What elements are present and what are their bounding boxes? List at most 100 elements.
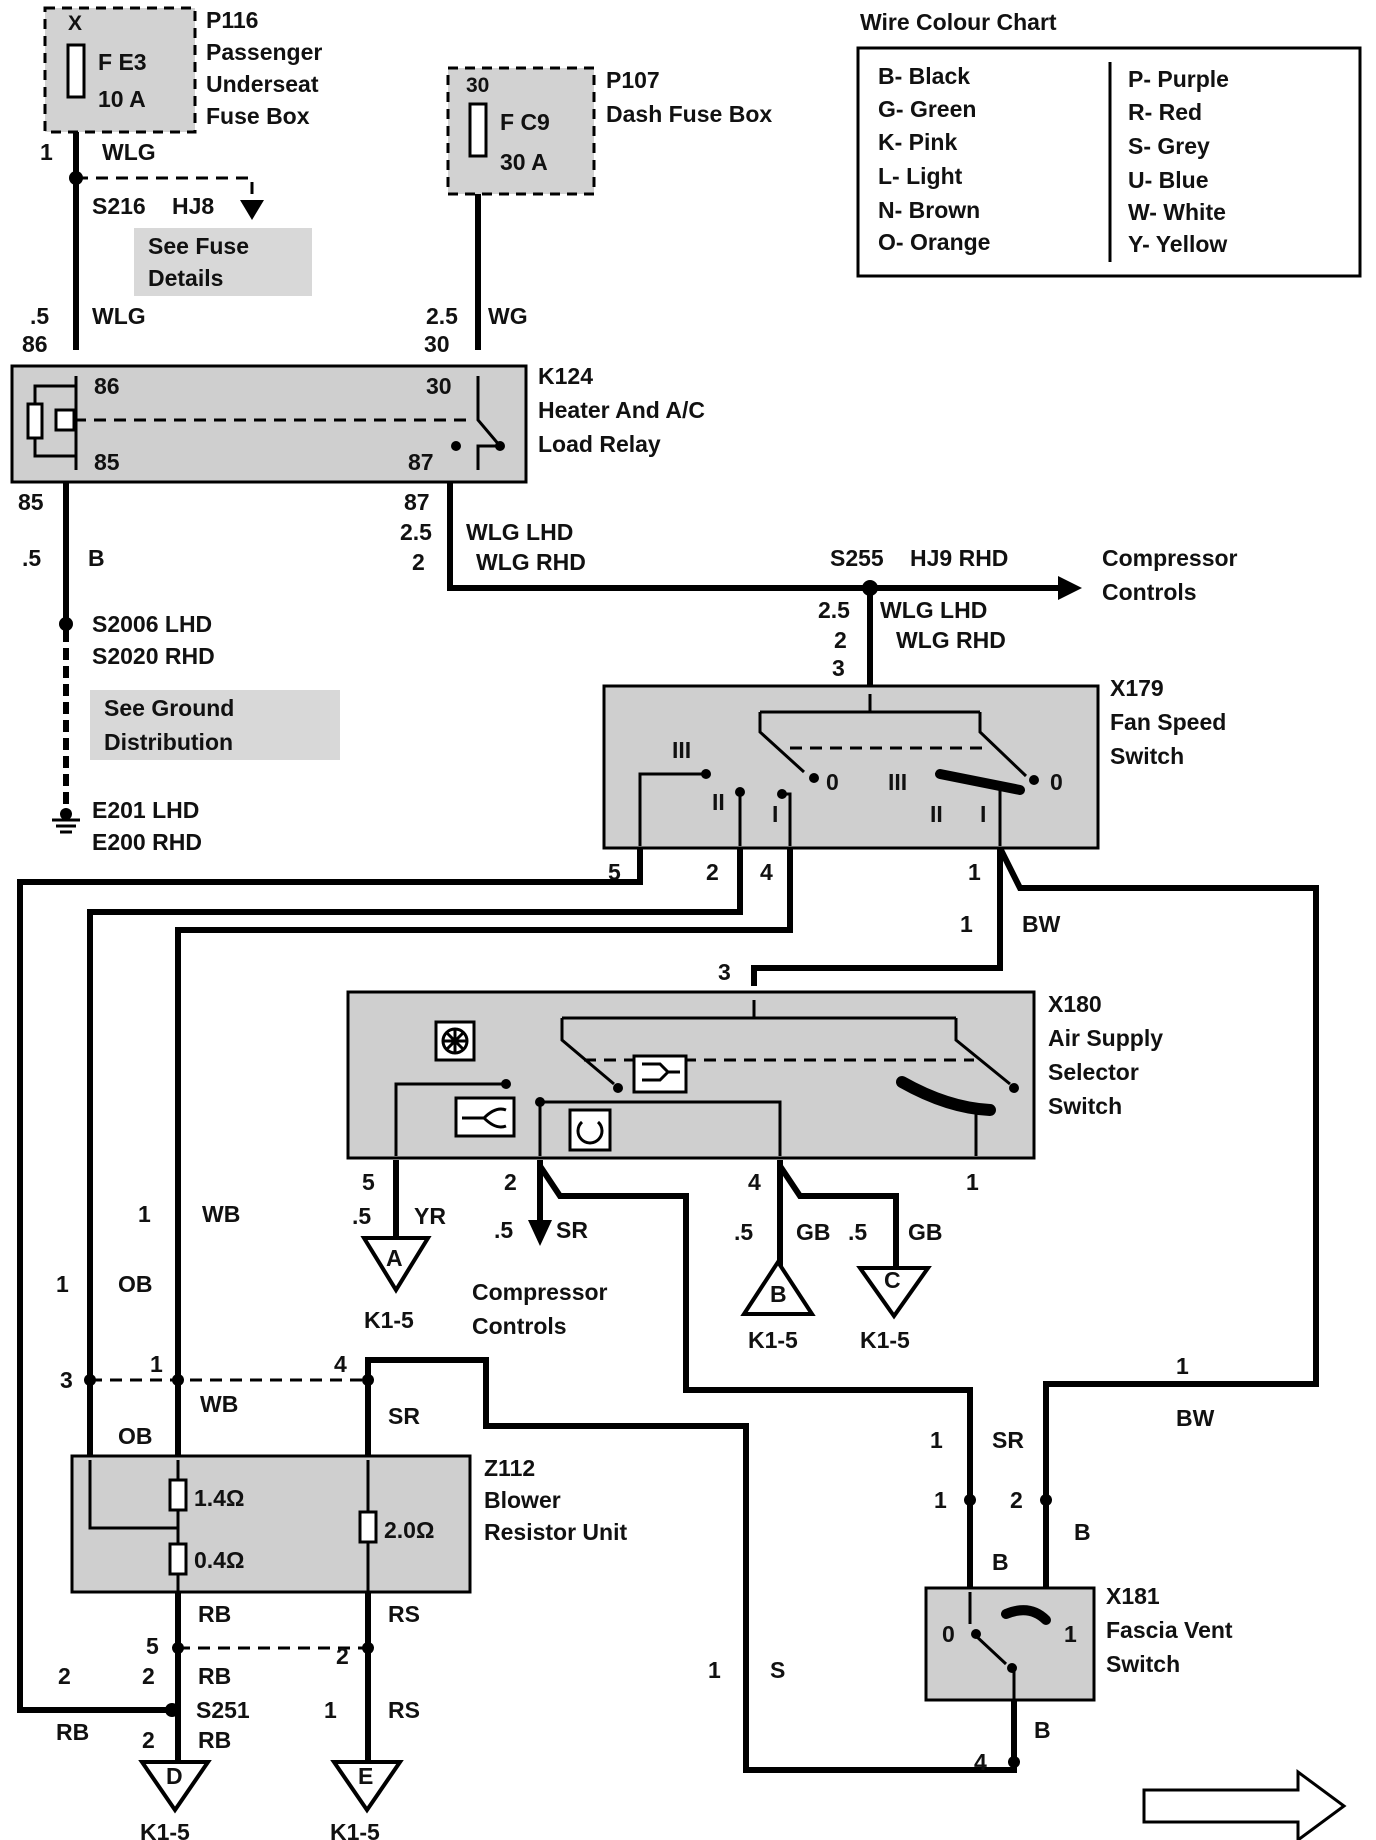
k124-p87: 87: [408, 449, 434, 475]
lbl-rb-long-num: 2: [58, 1663, 71, 1689]
p116-id: P116: [206, 7, 258, 33]
wires-into-x181: [967, 1500, 1049, 1590]
colour-r: R- Red: [1128, 99, 1202, 125]
lbl-b-x181-2: B: [1074, 1519, 1091, 1545]
lbl-sr3: SR: [992, 1427, 1024, 1453]
lbl-rb-long: RB: [56, 1719, 89, 1745]
lbl-wb-2: WB: [200, 1391, 238, 1417]
x181-line2: Switch: [1106, 1651, 1180, 1677]
connector-b: [740, 1258, 816, 1316]
x180-pos-c: [613, 1083, 623, 1093]
wire-wlg-87: [447, 482, 1060, 591]
lbl-ob-num: 1: [56, 1271, 69, 1297]
conn-pin2: [362, 1642, 374, 1654]
lbl-yr: YR: [414, 1203, 446, 1229]
colour-p: P- Purple: [1128, 66, 1229, 92]
lbl-gb-size-1: .5: [734, 1219, 753, 1245]
fan-recirc-icon-blades: [443, 1029, 467, 1053]
lbl-b-size: .5: [22, 545, 41, 571]
z112-resistor-2: [168, 1542, 188, 1576]
lbl-k15-c: K1-5: [860, 1327, 910, 1353]
note-fuse-line2: Details: [148, 265, 223, 291]
lbl-compressor-1a: Compressor: [1102, 545, 1238, 571]
lbl-k15-a: K1-5: [364, 1307, 414, 1333]
k124-id: K124: [538, 363, 593, 389]
lbl-x181-pin1: 1: [934, 1487, 947, 1513]
lbl-x179-size-1: 2.5: [818, 597, 850, 623]
lbl-sr3-num: 1: [930, 1427, 943, 1453]
lbl-p116-pin1: 1: [40, 139, 53, 165]
z112-id: Z112: [484, 1455, 535, 1481]
lbl-b-x181-1: B: [992, 1549, 1009, 1575]
lbl-bw2-num: 1: [1176, 1353, 1189, 1379]
z112-blower-resistor: 1.4Ω 0.4Ω 2.0Ω Z112 Blower Resistor Unit: [70, 1454, 627, 1594]
wire-rb-long: [17, 848, 643, 1713]
wires-out-z112: [175, 1592, 371, 1780]
colour-b: B- Black: [878, 63, 970, 89]
lbl-compressor-1b: Controls: [1102, 579, 1197, 605]
z112-resistor-1: [168, 1478, 188, 1512]
lbl-compressor-2b: Controls: [472, 1313, 567, 1339]
wire-sr-s: [365, 1357, 1017, 1773]
z112-resistor-3: [358, 1510, 378, 1544]
x180-line2: Selector: [1048, 1059, 1139, 1085]
x180-id: X180: [1048, 991, 1102, 1017]
x181-body: [924, 1586, 1096, 1702]
lbl-rb-2: RB: [198, 1663, 231, 1689]
k124-p30: 30: [426, 373, 452, 399]
lbl-wlg-rhd-1: WLG RHD: [476, 549, 586, 575]
x181-id: X181: [1106, 1583, 1160, 1609]
connector-a-letter: A: [386, 1245, 403, 1271]
z112-r3: 2.0Ω: [384, 1517, 434, 1543]
lbl-s: S: [770, 1657, 785, 1683]
lbl-wg: WG: [488, 303, 528, 329]
lbl-rb-2-num: 2: [142, 1663, 155, 1689]
x181-conn4: [1008, 1756, 1020, 1768]
lbl-b-x181-3: B: [1034, 1717, 1051, 1743]
lbl-k15-e: K1-5: [330, 1819, 380, 1840]
lbl-x180-pin1: 1: [966, 1169, 979, 1195]
lbl-k15-b: K1-5: [748, 1327, 798, 1353]
ground-point: [60, 808, 72, 820]
lbl-compressor-2a: Compressor: [472, 1279, 608, 1305]
k124-p86: 86: [94, 373, 120, 399]
lbl-pin30: 30: [424, 331, 450, 357]
p107-fuse-box: 30 F C9 30 A P107 Dash Fuse Box: [446, 66, 772, 196]
p116-amps: 10 A: [98, 86, 146, 112]
note-fuse-details: [134, 228, 312, 296]
p107-id: P107: [606, 67, 660, 93]
connector-d: [138, 1760, 212, 1814]
x180-outputs: [394, 1082, 978, 1156]
p107-fuse: F C9: [500, 109, 550, 135]
continue-arrow: [1142, 1769, 1347, 1840]
note-fuse-line1: See Fuse: [148, 233, 249, 259]
lbl-wlg-size-1: 2.5: [400, 519, 432, 545]
lbl-ob-2: OB: [118, 1423, 153, 1449]
x180-line1: Air Supply: [1048, 1025, 1163, 1051]
x179-i-a: I: [772, 801, 778, 827]
k124-coil-core: [54, 408, 76, 432]
splice-s251: [165, 1703, 179, 1717]
lbl-sr-size: .5: [494, 1217, 513, 1243]
k124-contact-point: [495, 441, 505, 451]
recirculate-icon-arc: [576, 1120, 604, 1145]
lbl-pin86: 86: [22, 331, 48, 357]
lbl-x180-pin3: 3: [718, 959, 731, 985]
colour-o: O- Orange: [878, 229, 990, 255]
z112-line2: Resistor Unit: [484, 1519, 627, 1545]
conn-pin5: [172, 1642, 184, 1654]
x179-iii-a: III: [672, 737, 691, 763]
lbl-ob: OB: [118, 1271, 153, 1297]
z112-r1: 1.4Ω: [194, 1485, 244, 1511]
lbl-gb-1: GB: [796, 1219, 831, 1245]
colour-n: N- Brown: [878, 197, 980, 223]
x179-pos0b: [1029, 775, 1039, 785]
x181-arc: [1001, 1605, 1051, 1625]
lbl-yr-size: .5: [352, 1203, 371, 1229]
lbl-wlg-mid: WLG: [92, 303, 146, 329]
x180-arc: [896, 1076, 996, 1116]
colour-w: W- White: [1128, 199, 1226, 225]
wire-colour-chart: Wire Colour Chart B- Black G- Green K- P…: [856, 9, 1362, 278]
